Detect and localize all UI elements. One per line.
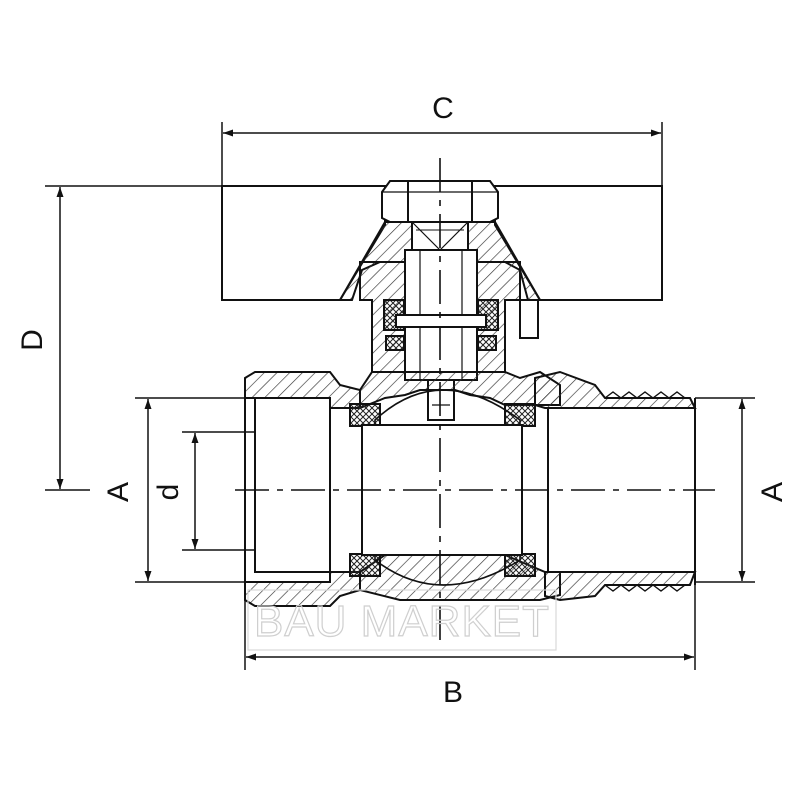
watermark: BAU MARKET [247,589,557,651]
dim-label-b: B [443,676,463,709]
left-bore [254,397,331,573]
dim-label-d: D [16,329,49,351]
watermark-text: BAU MARKET [254,597,550,646]
body-top-section [359,370,561,410]
valve-body [244,370,697,607]
center-lines [235,158,715,640]
ball-bore [361,424,523,556]
dim-label-c: C [432,92,454,125]
right-end-top-wall [534,370,697,409]
dim-label-a-right: A [756,482,789,502]
dim-label-a-left: A [102,482,135,502]
stem-washer [395,314,487,328]
dim-label-d-small: d [152,484,185,501]
dimension-lines [45,122,755,670]
right-thread-top [604,391,686,399]
handle-stop-stub [519,299,539,339]
right-thread-bottom [604,584,686,592]
